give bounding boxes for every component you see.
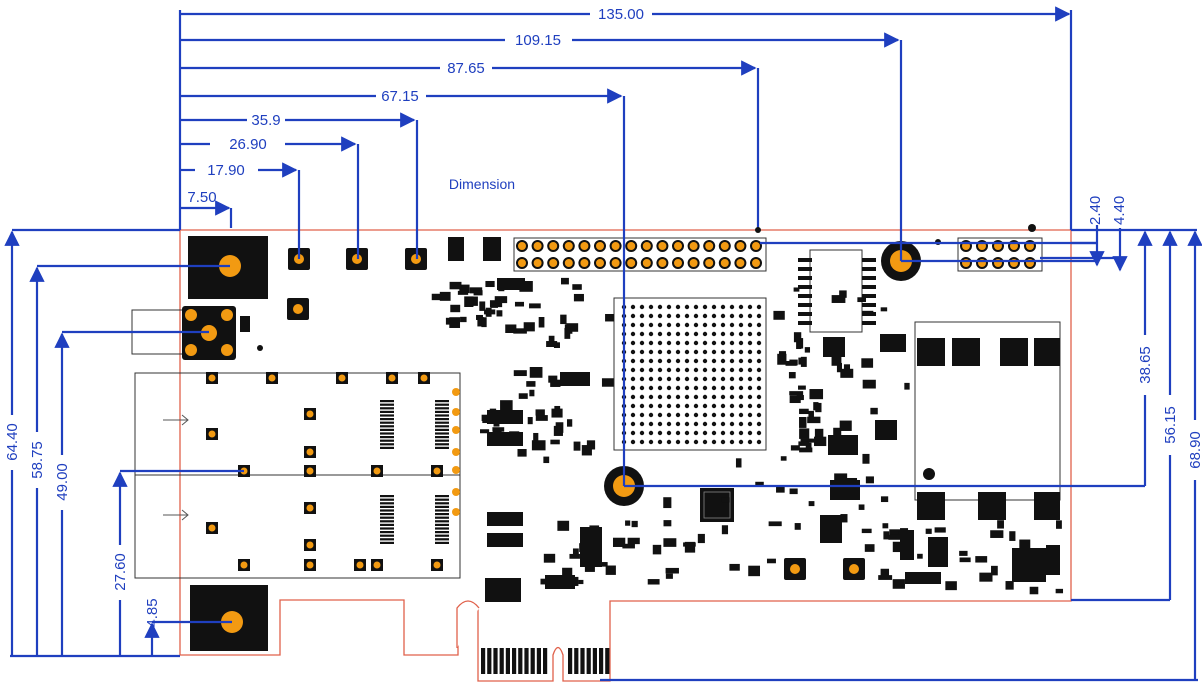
dim-label-4: 4.40 [1111,196,1128,225]
dim-67: 67.15 [180,88,626,486]
dim-64: 64.40 [4,228,180,656]
power-blocks [917,338,1060,520]
dim-17: 17.90 [180,162,301,259]
dim-label-26: 26.90 [229,136,267,153]
dim-label-4-85: 4.85 [144,598,161,627]
dim-56: 56.15 [1162,230,1179,600]
dim-label-68: 68.90 [1187,431,1202,469]
dim-4: 4.40 [1040,196,1128,272]
dim-label-87: 87.65 [447,60,485,77]
dim-109: 109.15 [180,32,903,261]
dim-4-85: 4.85 [144,598,232,656]
component-layer [131,224,1064,674]
dim-label-7: 7.50 [187,189,216,206]
drawing-title: Dimension [449,176,515,192]
smd-components [206,237,1064,602]
dim-7: 7.50 [180,189,233,228]
dimension-layer: 135.00 109.15 87.65 67.15 [4,6,1202,682]
dim-label-17: 17.90 [207,162,245,179]
dim-label-109: 109.15 [515,32,561,49]
dim-label-27: 27.60 [112,553,129,591]
soic-chip [809,249,863,333]
dim-87: 87.65 [180,60,761,233]
dim-label-38: 38.65 [1137,346,1154,384]
dim-label-58: 58.75 [29,441,46,479]
dim-label-56: 56.15 [1162,406,1179,444]
dim-label-135: 135.00 [598,6,644,23]
dim-38: 38.65 [624,230,1154,488]
dim-label-64: 64.40 [4,423,21,461]
fpga-bga [613,297,767,451]
dim-label-67: 67.15 [381,88,419,105]
board-slot [456,600,480,648]
dim-label-2: 2.40 [1087,196,1104,225]
pin-header-2x16 [513,237,767,272]
dim-27: 27.60 [112,469,244,656]
dim-35: 35.9 [180,112,419,259]
qfn-chip [700,488,734,522]
dim-26: 26.90 [180,136,360,259]
dim-135: 135.00 [180,6,1073,230]
dim-label-35: 35.9 [251,112,280,129]
pcie-fingers [481,648,610,674]
dim-label-49: 49.00 [54,463,71,501]
pin-header-2x5 [957,237,1043,272]
dim-58: 58.75 [29,264,230,656]
dim-49: 49.00 [54,330,209,656]
dim-68: 68.90 [1150,228,1202,680]
